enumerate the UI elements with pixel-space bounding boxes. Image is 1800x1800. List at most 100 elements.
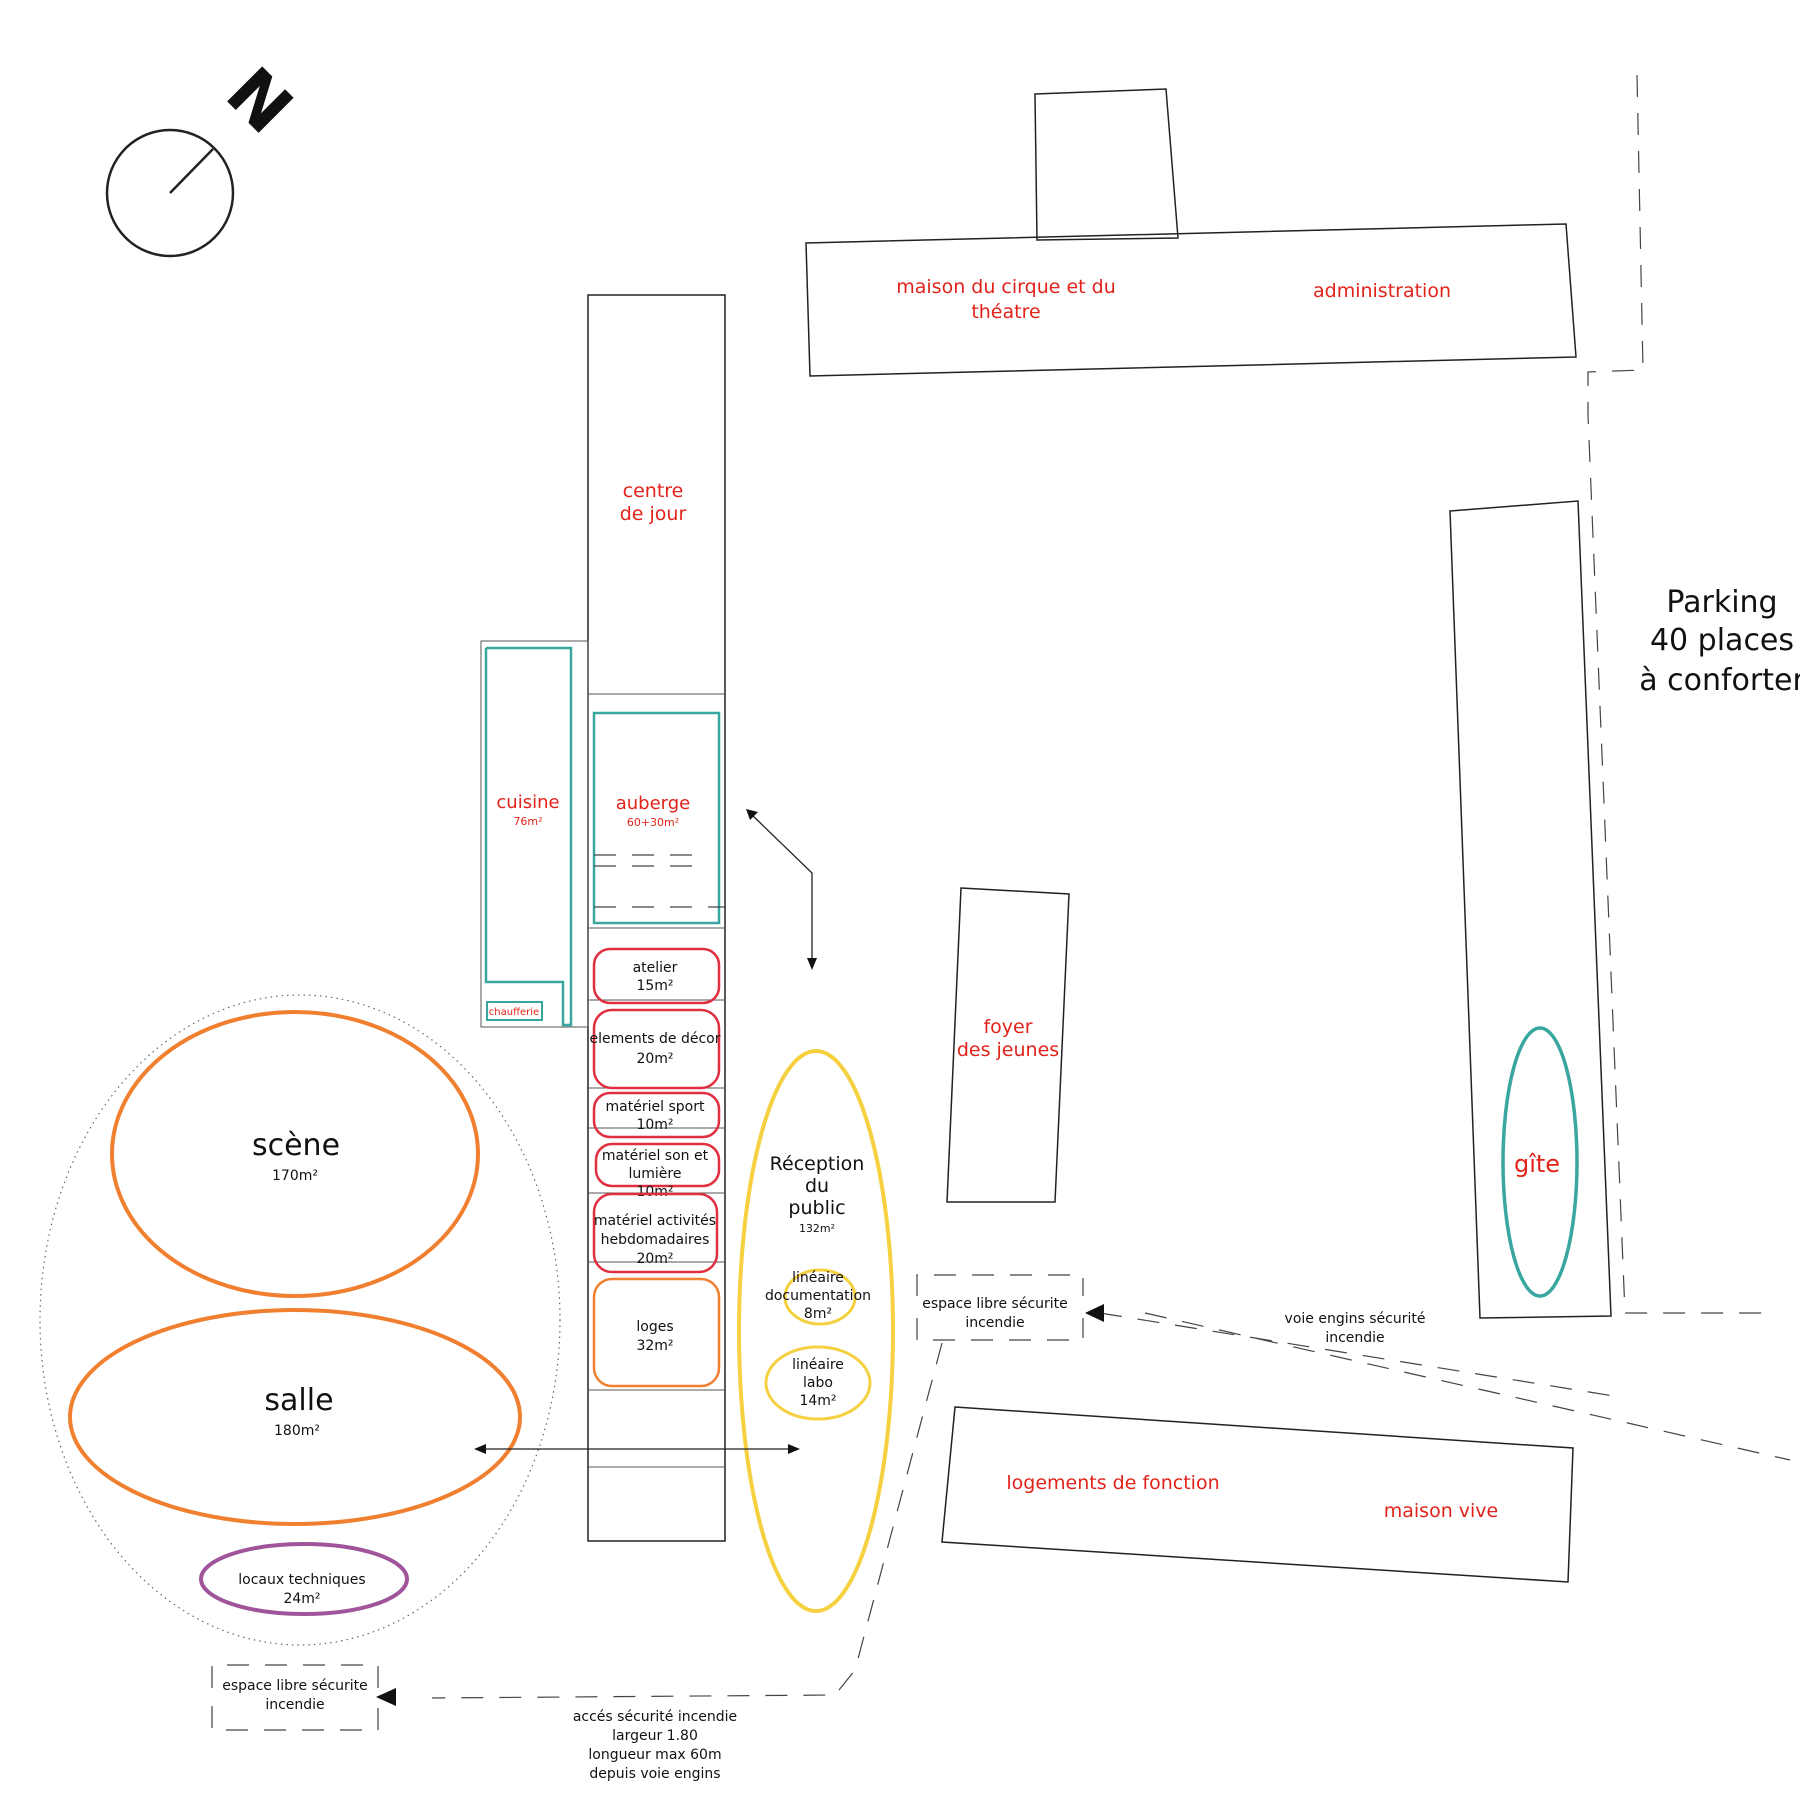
activites-name: matériel activités bbox=[594, 1213, 716, 1229]
label-auberge: auberge bbox=[616, 793, 691, 814]
label-scene: scène bbox=[252, 1128, 340, 1163]
road-boundary bbox=[1099, 74, 1791, 1461]
label-gite: gîte bbox=[1514, 1150, 1560, 1178]
activites-area: 20m² bbox=[636, 1251, 673, 1267]
building-logements: logements de fonction maison vive bbox=[941, 1406, 1574, 1583]
labo-area: 14m² bbox=[799, 1393, 836, 1409]
wing-cuisine: chaufferie cuisine 76m² bbox=[480, 640, 589, 1028]
arrowhead-left-small-icon bbox=[474, 1444, 486, 1454]
atelier-name: atelier bbox=[633, 960, 678, 976]
zone-reception: Réception du public 132m² linéaire docum… bbox=[737, 1049, 895, 1613]
espace-libre-left-line1: espace libre sécurite bbox=[222, 1678, 368, 1694]
reception-line3: public bbox=[788, 1197, 845, 1219]
documentation-line2: documentation bbox=[765, 1288, 871, 1304]
documentation-area: 8m² bbox=[804, 1306, 832, 1322]
sport-area: 10m² bbox=[636, 1117, 673, 1133]
label-locaux: locaux techniques bbox=[238, 1572, 365, 1588]
label-cuisine-area: 76m² bbox=[513, 815, 542, 828]
label-chaufferie: chaufferie bbox=[489, 1007, 539, 1018]
room-auberge: auberge 60+30m² bbox=[592, 711, 725, 925]
activites-name-line2: hebdomadaires bbox=[601, 1232, 710, 1248]
room-activites: matériel activités hebdomadaires 20m² bbox=[592, 1192, 719, 1274]
espace-libre-right-line1: espace libre sécurite bbox=[922, 1296, 1068, 1312]
decor-name: elements de décor bbox=[590, 1031, 721, 1047]
circulation-arrows bbox=[474, 809, 817, 1454]
north-letter: N bbox=[211, 53, 307, 149]
espace-libre-right: espace libre sécurite incendie voie engi… bbox=[916, 1274, 1426, 1346]
compass-circle-icon bbox=[105, 128, 235, 258]
label-administration: administration bbox=[1313, 280, 1451, 302]
loges-area: 32m² bbox=[636, 1338, 673, 1354]
documentation-line1: linéaire bbox=[792, 1270, 844, 1286]
chaufferie-outline bbox=[486, 1001, 543, 1021]
compass-needle-icon bbox=[169, 148, 214, 194]
acces-line4: depuis voie engins bbox=[589, 1766, 720, 1782]
reception-ellipse bbox=[737, 1049, 895, 1613]
hall-outline bbox=[39, 994, 561, 1646]
label-centre-jour-line2: de jour bbox=[620, 503, 687, 525]
arrowhead-down-icon bbox=[807, 958, 817, 970]
reception-area: 132m² bbox=[799, 1222, 835, 1235]
label-locaux-area: 24m² bbox=[283, 1591, 320, 1607]
espace-libre-right-line2: incendie bbox=[965, 1315, 1024, 1331]
label-maison-cirque-line1: maison du cirque et du bbox=[896, 276, 1116, 298]
room-sport: matériel sport 10m² bbox=[592, 1091, 721, 1139]
label-scene-area: 170m² bbox=[272, 1168, 318, 1184]
cuisine-outline bbox=[484, 646, 573, 1027]
label-salle: salle bbox=[264, 1383, 333, 1418]
loges-name: loges bbox=[636, 1319, 673, 1335]
reception-line1: Réception bbox=[770, 1153, 865, 1175]
building-foyer: foyer des jeunes bbox=[946, 887, 1070, 1203]
scene-ellipse bbox=[110, 1010, 480, 1298]
espace-libre-left-line2: incendie bbox=[265, 1697, 324, 1713]
arrow-auberge-reception bbox=[749, 812, 813, 962]
label-logements: logements de fonction bbox=[1006, 1472, 1219, 1494]
reception-line2: du bbox=[805, 1175, 829, 1197]
salle-ellipse bbox=[68, 1308, 522, 1526]
label-maison-vive: maison vive bbox=[1384, 1500, 1499, 1522]
arrowhead-up-icon bbox=[746, 809, 758, 820]
labo-line2: labo bbox=[803, 1375, 833, 1391]
gite-ellipse bbox=[1501, 1026, 1579, 1298]
hall-zone: scène 170m² salle 180m² locaux technique… bbox=[39, 994, 561, 1646]
compass: N bbox=[105, 53, 307, 258]
label-centre-jour-line1: centre bbox=[623, 480, 684, 502]
locaux-ellipse bbox=[199, 1542, 409, 1616]
building-centre-jour: centre de jour bbox=[587, 294, 726, 1542]
room-atelier: atelier 15m² bbox=[592, 947, 721, 1005]
son-name: matériel son et bbox=[602, 1148, 709, 1164]
room-decor: elements de décor 20m² bbox=[590, 1008, 721, 1090]
son-name-line2: lumière bbox=[629, 1166, 682, 1182]
label-cuisine: cuisine bbox=[496, 792, 559, 813]
atelier-area: 15m² bbox=[636, 978, 673, 994]
documentation-ellipse bbox=[783, 1268, 857, 1326]
acces-line3: longueur max 60m bbox=[588, 1747, 721, 1763]
decor-area: 20m² bbox=[636, 1051, 673, 1067]
labo-line1: linéaire bbox=[792, 1357, 844, 1373]
building-gite: gîte bbox=[1449, 500, 1612, 1319]
labo-ellipse bbox=[764, 1345, 872, 1421]
voie-engins-line1: voie engins sécurité bbox=[1285, 1311, 1426, 1327]
sport-name: matériel sport bbox=[606, 1099, 705, 1115]
acces-line2: largeur 1.80 bbox=[612, 1728, 698, 1744]
arrowhead-right-small-icon bbox=[788, 1444, 800, 1454]
room-son-lumiere: matériel son et lumière 10m² bbox=[594, 1142, 721, 1200]
voie-engins-line2: incendie bbox=[1325, 1330, 1384, 1346]
acces-line1: accés sécurité incendie bbox=[573, 1709, 737, 1725]
building-maison-cirque: maison du cirque et du théatre administr… bbox=[805, 88, 1577, 377]
arrowhead-left-icon bbox=[376, 1688, 396, 1706]
son-area: 10m² bbox=[636, 1184, 673, 1200]
room-loges: loges 32m² bbox=[592, 1277, 721, 1388]
label-foyer-line2: des jeunes bbox=[957, 1039, 1059, 1061]
label-salle-area: 180m² bbox=[274, 1423, 320, 1439]
label-maison-cirque-line2: théatre bbox=[971, 301, 1040, 323]
label-foyer-line1: foyer bbox=[983, 1016, 1032, 1038]
arrowhead-icon bbox=[1085, 1304, 1104, 1322]
parking-line1: Parking bbox=[1666, 585, 1777, 620]
fire-access-path: espace libre sécurite incendie accés séc… bbox=[211, 1342, 943, 1782]
parking-line2: 40 places bbox=[1650, 623, 1794, 658]
parking-line3: à conforter bbox=[1639, 663, 1800, 698]
parking-label: Parking 40 places à conforter bbox=[1639, 585, 1800, 698]
label-auberge-area: 60+30m² bbox=[627, 816, 679, 829]
